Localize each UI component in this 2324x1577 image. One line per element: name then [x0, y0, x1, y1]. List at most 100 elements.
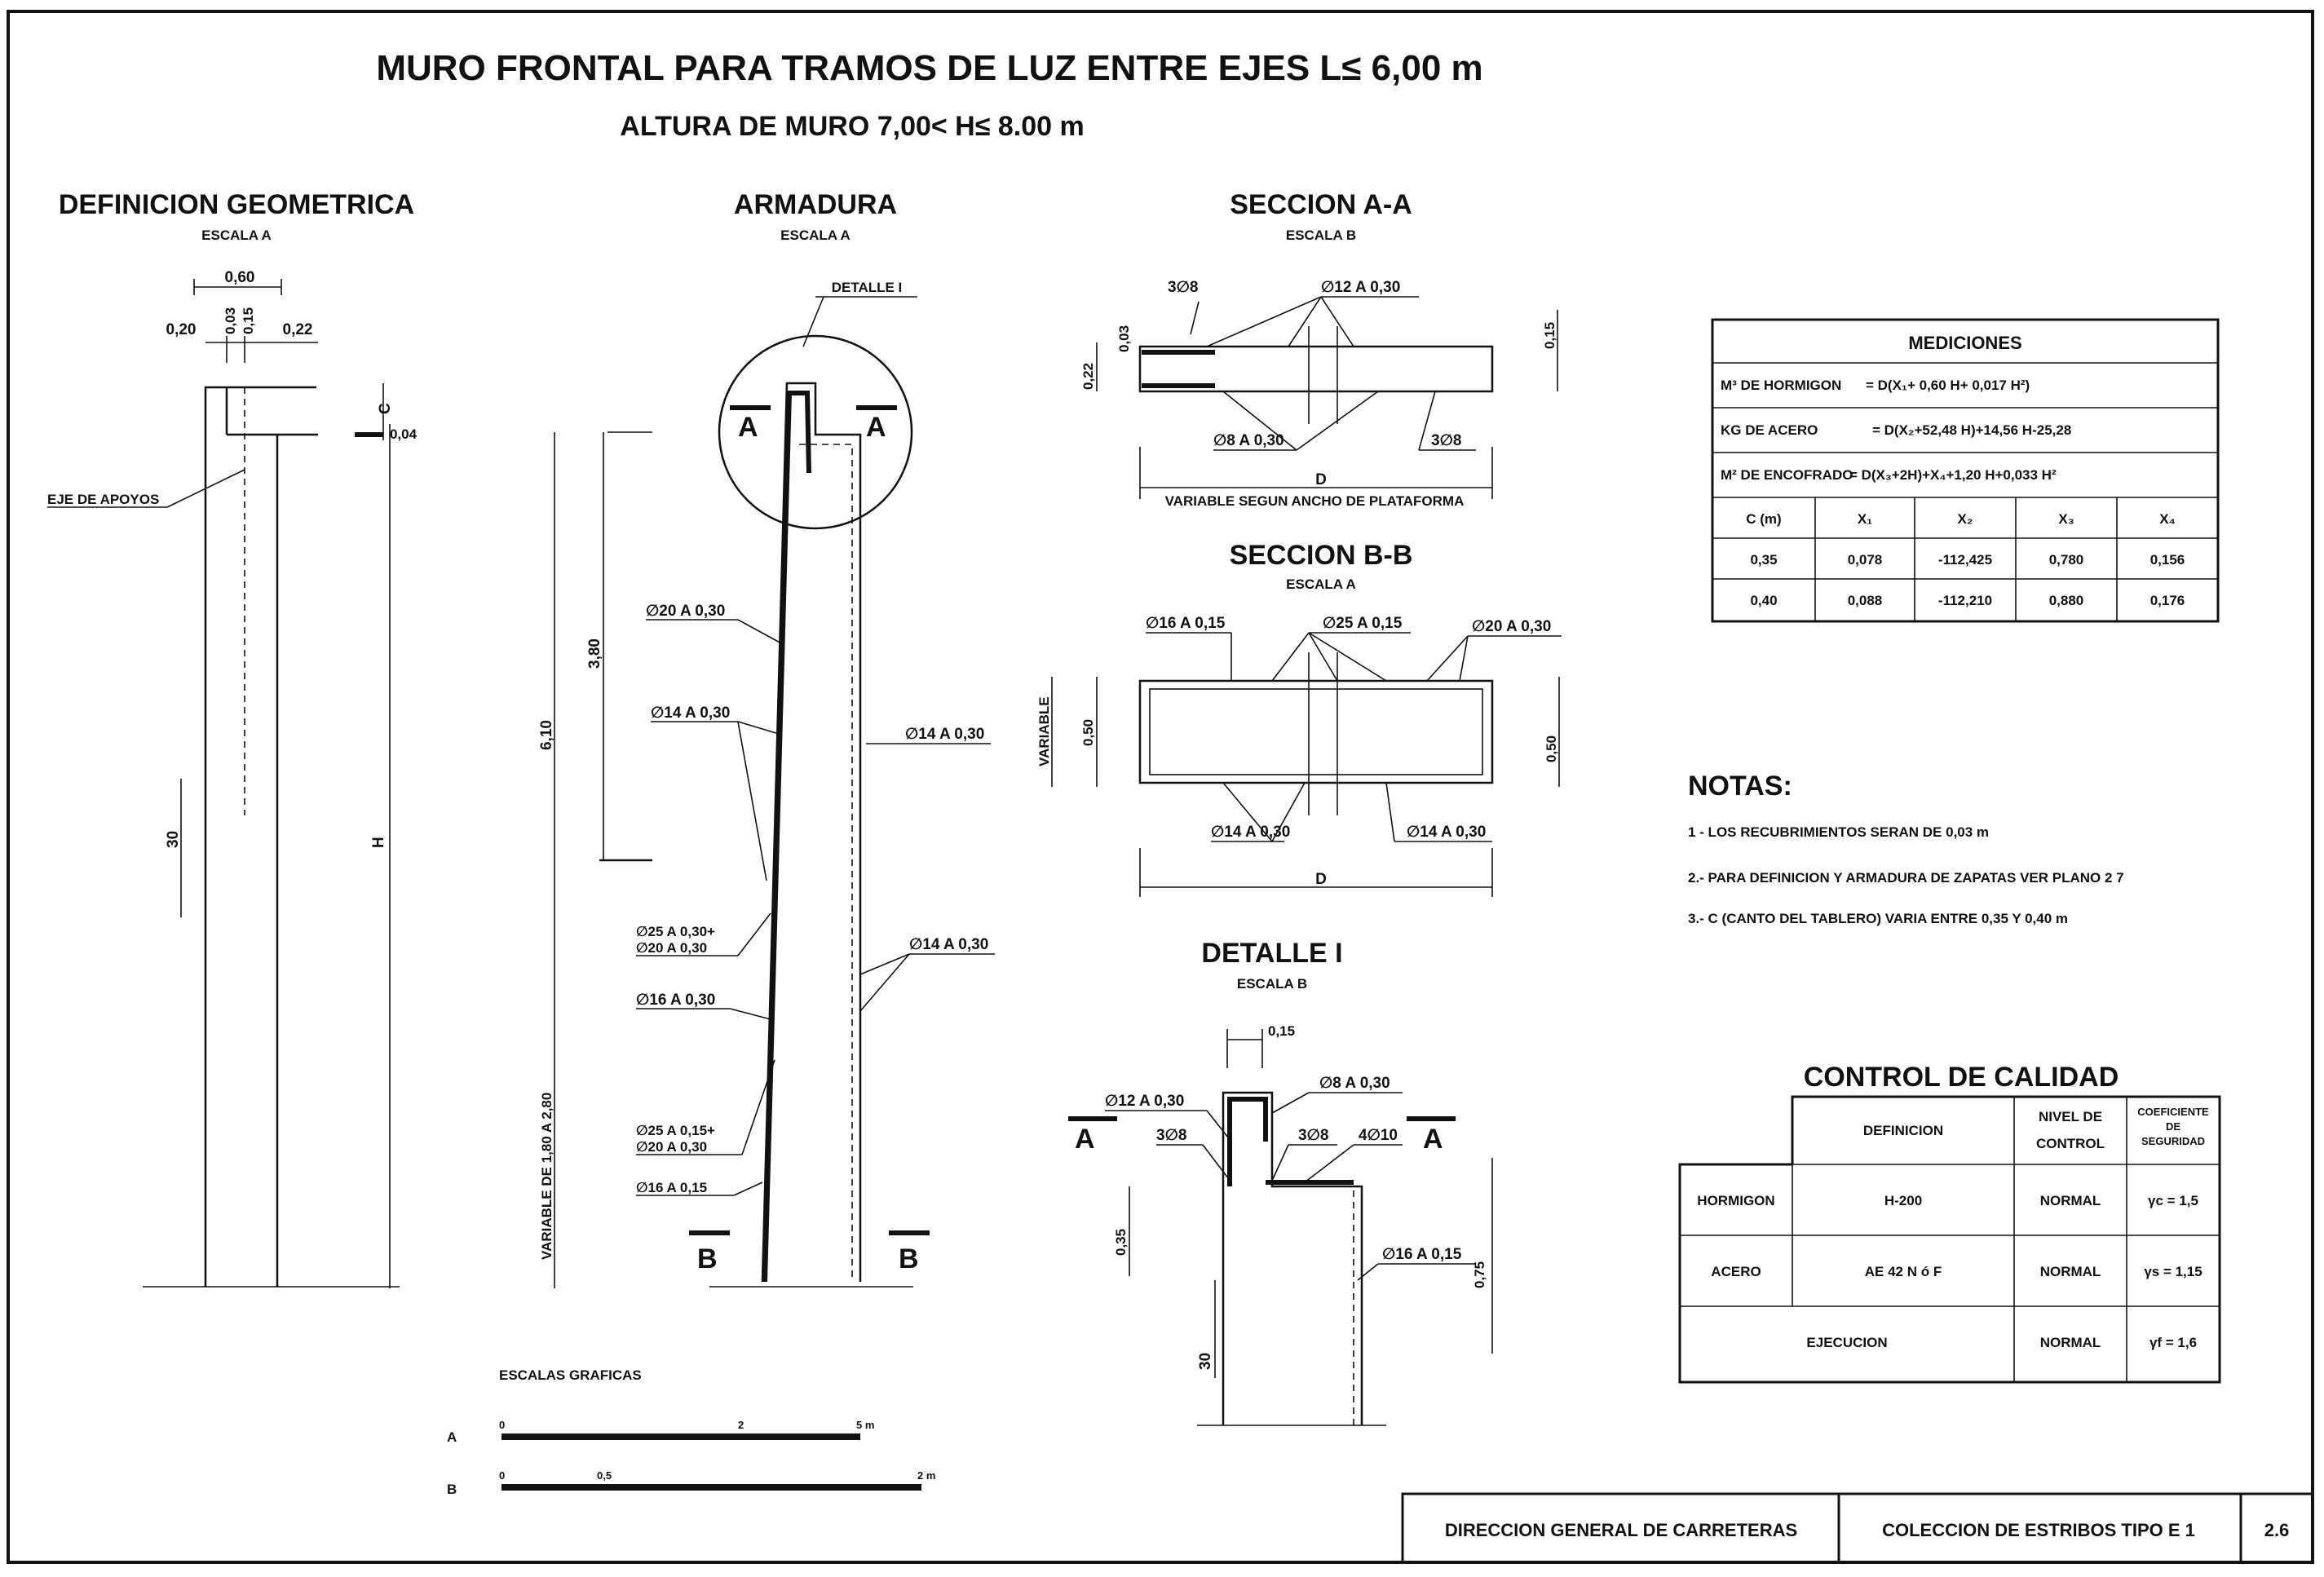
detalle-circle — [718, 334, 913, 530]
control-r1-def: H-200 — [1884, 1193, 1922, 1208]
seccion-aa-dim-3: 0,15 — [1542, 322, 1557, 349]
seccion-aa-bar-4: 3∅8 — [1431, 432, 1461, 449]
armadura-bar-8: ∅25 A 0,15+ — [636, 1123, 715, 1138]
armadura-bar-1: ∅20 A 0,30 — [646, 603, 725, 620]
armadura-bar-10: ∅16 A 0,15 — [636, 1180, 707, 1195]
seccion-bb-bar-2: ∅25 A 0,15 — [1323, 615, 1403, 632]
geo-dim-v1: 0,03 — [223, 307, 238, 334]
seccion-bb-view: SECCION B-B ESCALA A ∅16 A 0,15 ∅25 A 0,… — [1036, 540, 1562, 897]
detalle-dim-075: 0,75 — [1472, 1261, 1487, 1288]
mediciones-r1-c4: 0,780 — [2049, 552, 2084, 568]
escala-b-label: B — [447, 1482, 457, 1497]
geometria-heading: DEFINICION GEOMETRICA — [59, 189, 414, 220]
sheet-border — [7, 10, 2314, 1564]
mediciones-formula-2-expr: = D(X₂+52,48 H)+14,56 H-25,28 — [1872, 422, 2071, 438]
detalle-bar-3: ∅8 A 0,30 — [1319, 1075, 1390, 1092]
mediciones-r2-c1: 0,40 — [1750, 593, 1777, 608]
escala-a-tick-2: 5 m — [856, 1419, 874, 1431]
seccion-aa-bar-2: ∅12 A 0,30 — [1321, 279, 1400, 296]
geo-label-h: H — [370, 837, 387, 848]
control-title: CONTROL DE CALIDAD — [1804, 1062, 2119, 1093]
detalle-batter: 30 — [1197, 1353, 1214, 1370]
control-col-nivel-1: NIVEL DE — [2039, 1109, 2102, 1124]
detalle-bar-4: 3∅8 — [1298, 1127, 1328, 1144]
seccion-bb-dim-050a: 0,50 — [1080, 719, 1096, 746]
control-col-coef-2: DE — [2166, 1120, 2180, 1133]
mediciones-table: MEDICIONES M³ DE HORMIGON = D(X₁+ 0,60 H… — [1711, 318, 2220, 623]
armadura-heading: ARMADURA — [734, 189, 897, 220]
seccion-bb-dim-050b: 0,50 — [1544, 735, 1559, 762]
control-calidad-table: CONTROL DE CALIDAD DEFINICION NIVEL DE C… — [1678, 1062, 2221, 1384]
mediciones-formula-3-label: M² DE ENCOFRADO — [1721, 467, 1853, 483]
definicion-geometrica-view: DEFINICION GEOMETRICA ESCALA A 0,60 0,20… — [47, 189, 418, 1288]
detalle-bar-5: 4∅10 — [1359, 1127, 1398, 1144]
mediciones-r2-c2: 0,088 — [1848, 593, 1883, 608]
escala-b-tick-1: 0,5 — [597, 1469, 612, 1482]
seccion-aa-bar-3: ∅8 A 0,30 — [1213, 432, 1284, 449]
footer-org: DIRECCION GENERAL DE CARRETERAS — [1445, 1520, 1797, 1540]
escala-b-bar — [501, 1484, 921, 1491]
seccion-bb-bar-5: ∅14 A 0,30 — [1407, 824, 1486, 841]
armadura-bar-3: ∅14 A 0,30 — [905, 726, 984, 743]
armadura-bar-9: ∅20 A 0,30 — [636, 1139, 707, 1155]
armadura-dim-380: 3,80 — [586, 638, 603, 669]
geo-label-c: C — [377, 403, 394, 414]
armadura-scale: ESCALA A — [780, 227, 851, 243]
geo-dim-right: 0,22 — [283, 321, 313, 338]
seccion-bb-heading: SECCION B-B — [1230, 540, 1413, 571]
mediciones-formula-3-expr: = D(X₃+2H)+X₄+1,20 H+0,033 H² — [1849, 467, 2057, 483]
seccion-bb-bar-1: ∅16 A 0,15 — [1146, 615, 1226, 632]
seccion-aa-bar-1: 3∅8 — [1168, 279, 1198, 296]
geo-label-004: 0,04 — [390, 426, 418, 442]
detalle-scale: ESCALA B — [1237, 976, 1307, 992]
escala-b-tick-2: 2 m — [917, 1469, 935, 1482]
control-col-coef-3: SEGURIDAD — [2141, 1135, 2205, 1147]
sub-title: ALTURA DE MURO 7,00< H≤ 8.00 m — [620, 111, 1084, 142]
mediciones-col-1: C (m) — [1746, 511, 1781, 527]
mediciones-col-2: X₁ — [1858, 511, 1872, 527]
seccion-bb-dim-d: D — [1315, 871, 1327, 888]
armadura-detalle-label: DETALLE I — [832, 280, 903, 295]
mediciones-r2-c5: 0,176 — [2150, 593, 2185, 608]
armadura-bar-6: ∅16 A 0,30 — [636, 992, 715, 1009]
footer-title-block: DIRECCION GENERAL DE CARRETERAS COLECCIO… — [1401, 1492, 2314, 1564]
mediciones-formula-1-label: M³ DE HORMIGON — [1721, 378, 1841, 393]
control-r3-nivel: NORMAL — [2040, 1335, 2101, 1350]
detalle-view: DETALLE I ESCALA B 0,15 ∅12 A 0,30 3∅8 ∅… — [1068, 938, 1493, 1426]
escala-a-bar — [501, 1433, 860, 1440]
seccion-aa-note: VARIABLE SEGUN ANCHO DE PLATAFORMA — [1165, 493, 1465, 509]
armadura-sec-b-right: B — [899, 1243, 919, 1274]
seccion-aa-heading: SECCION A-A — [1230, 189, 1412, 220]
detalle-heading: DETALLE I — [1201, 938, 1342, 969]
geo-batter: 30 — [165, 831, 182, 848]
detalle-sec-a-right: A — [1423, 1124, 1443, 1155]
control-col-definicion: DEFINICION — [1863, 1123, 1943, 1138]
armadura-bar-2: ∅14 A 0,30 — [651, 705, 730, 722]
seccion-bb-dim-var: VARIABLE — [1036, 696, 1052, 766]
seccion-bb-scale: ESCALA A — [1286, 576, 1356, 592]
control-r1-nivel: NORMAL — [2040, 1193, 2101, 1208]
detalle-sec-a-left: A — [1075, 1124, 1095, 1155]
armadura-sec-a-left: A — [738, 412, 758, 443]
nota-1: 1 - LOS RECUBRIMIENTOS SERAN DE 0,03 m — [1688, 824, 1989, 840]
armadura-bar-5: ∅20 A 0,30 — [636, 940, 707, 956]
mediciones-formula-1-expr: = D(X₁+ 0,60 H+ 0,017 H²) — [1866, 378, 2030, 393]
mediciones-r2-c4: 0,880 — [2049, 593, 2084, 608]
nota-3: 3.- C (CANTO DEL TABLERO) VARIA ENTRE 0,… — [1688, 911, 2068, 926]
detalle-bar-1: ∅12 A 0,30 — [1105, 1093, 1184, 1110]
armadura-bar-4: ∅25 A 0,30+ — [636, 924, 715, 939]
control-r1-name: HORMIGON — [1697, 1193, 1774, 1208]
control-r3-coef: γf = 1,6 — [2149, 1335, 2197, 1350]
mediciones-r2-c3: -112,210 — [1938, 593, 1992, 608]
control-col-coef-1: COEFICIENTE — [2137, 1106, 2209, 1118]
seccion-aa-dim-d: D — [1315, 471, 1327, 488]
armadura-sec-a-right: A — [866, 412, 886, 443]
mediciones-col-4: X₃ — [2058, 511, 2074, 527]
seccion-bb-bar-4: ∅14 A 0,30 — [1211, 824, 1290, 841]
escala-a-tick-0: 0 — [499, 1419, 505, 1431]
geo-dim-left: 0,20 — [166, 321, 197, 338]
mediciones-r1-c5: 0,156 — [2150, 552, 2185, 568]
mediciones-r1-c3: -112,425 — [1938, 552, 1992, 568]
escala-b-tick-0: 0 — [499, 1469, 505, 1482]
